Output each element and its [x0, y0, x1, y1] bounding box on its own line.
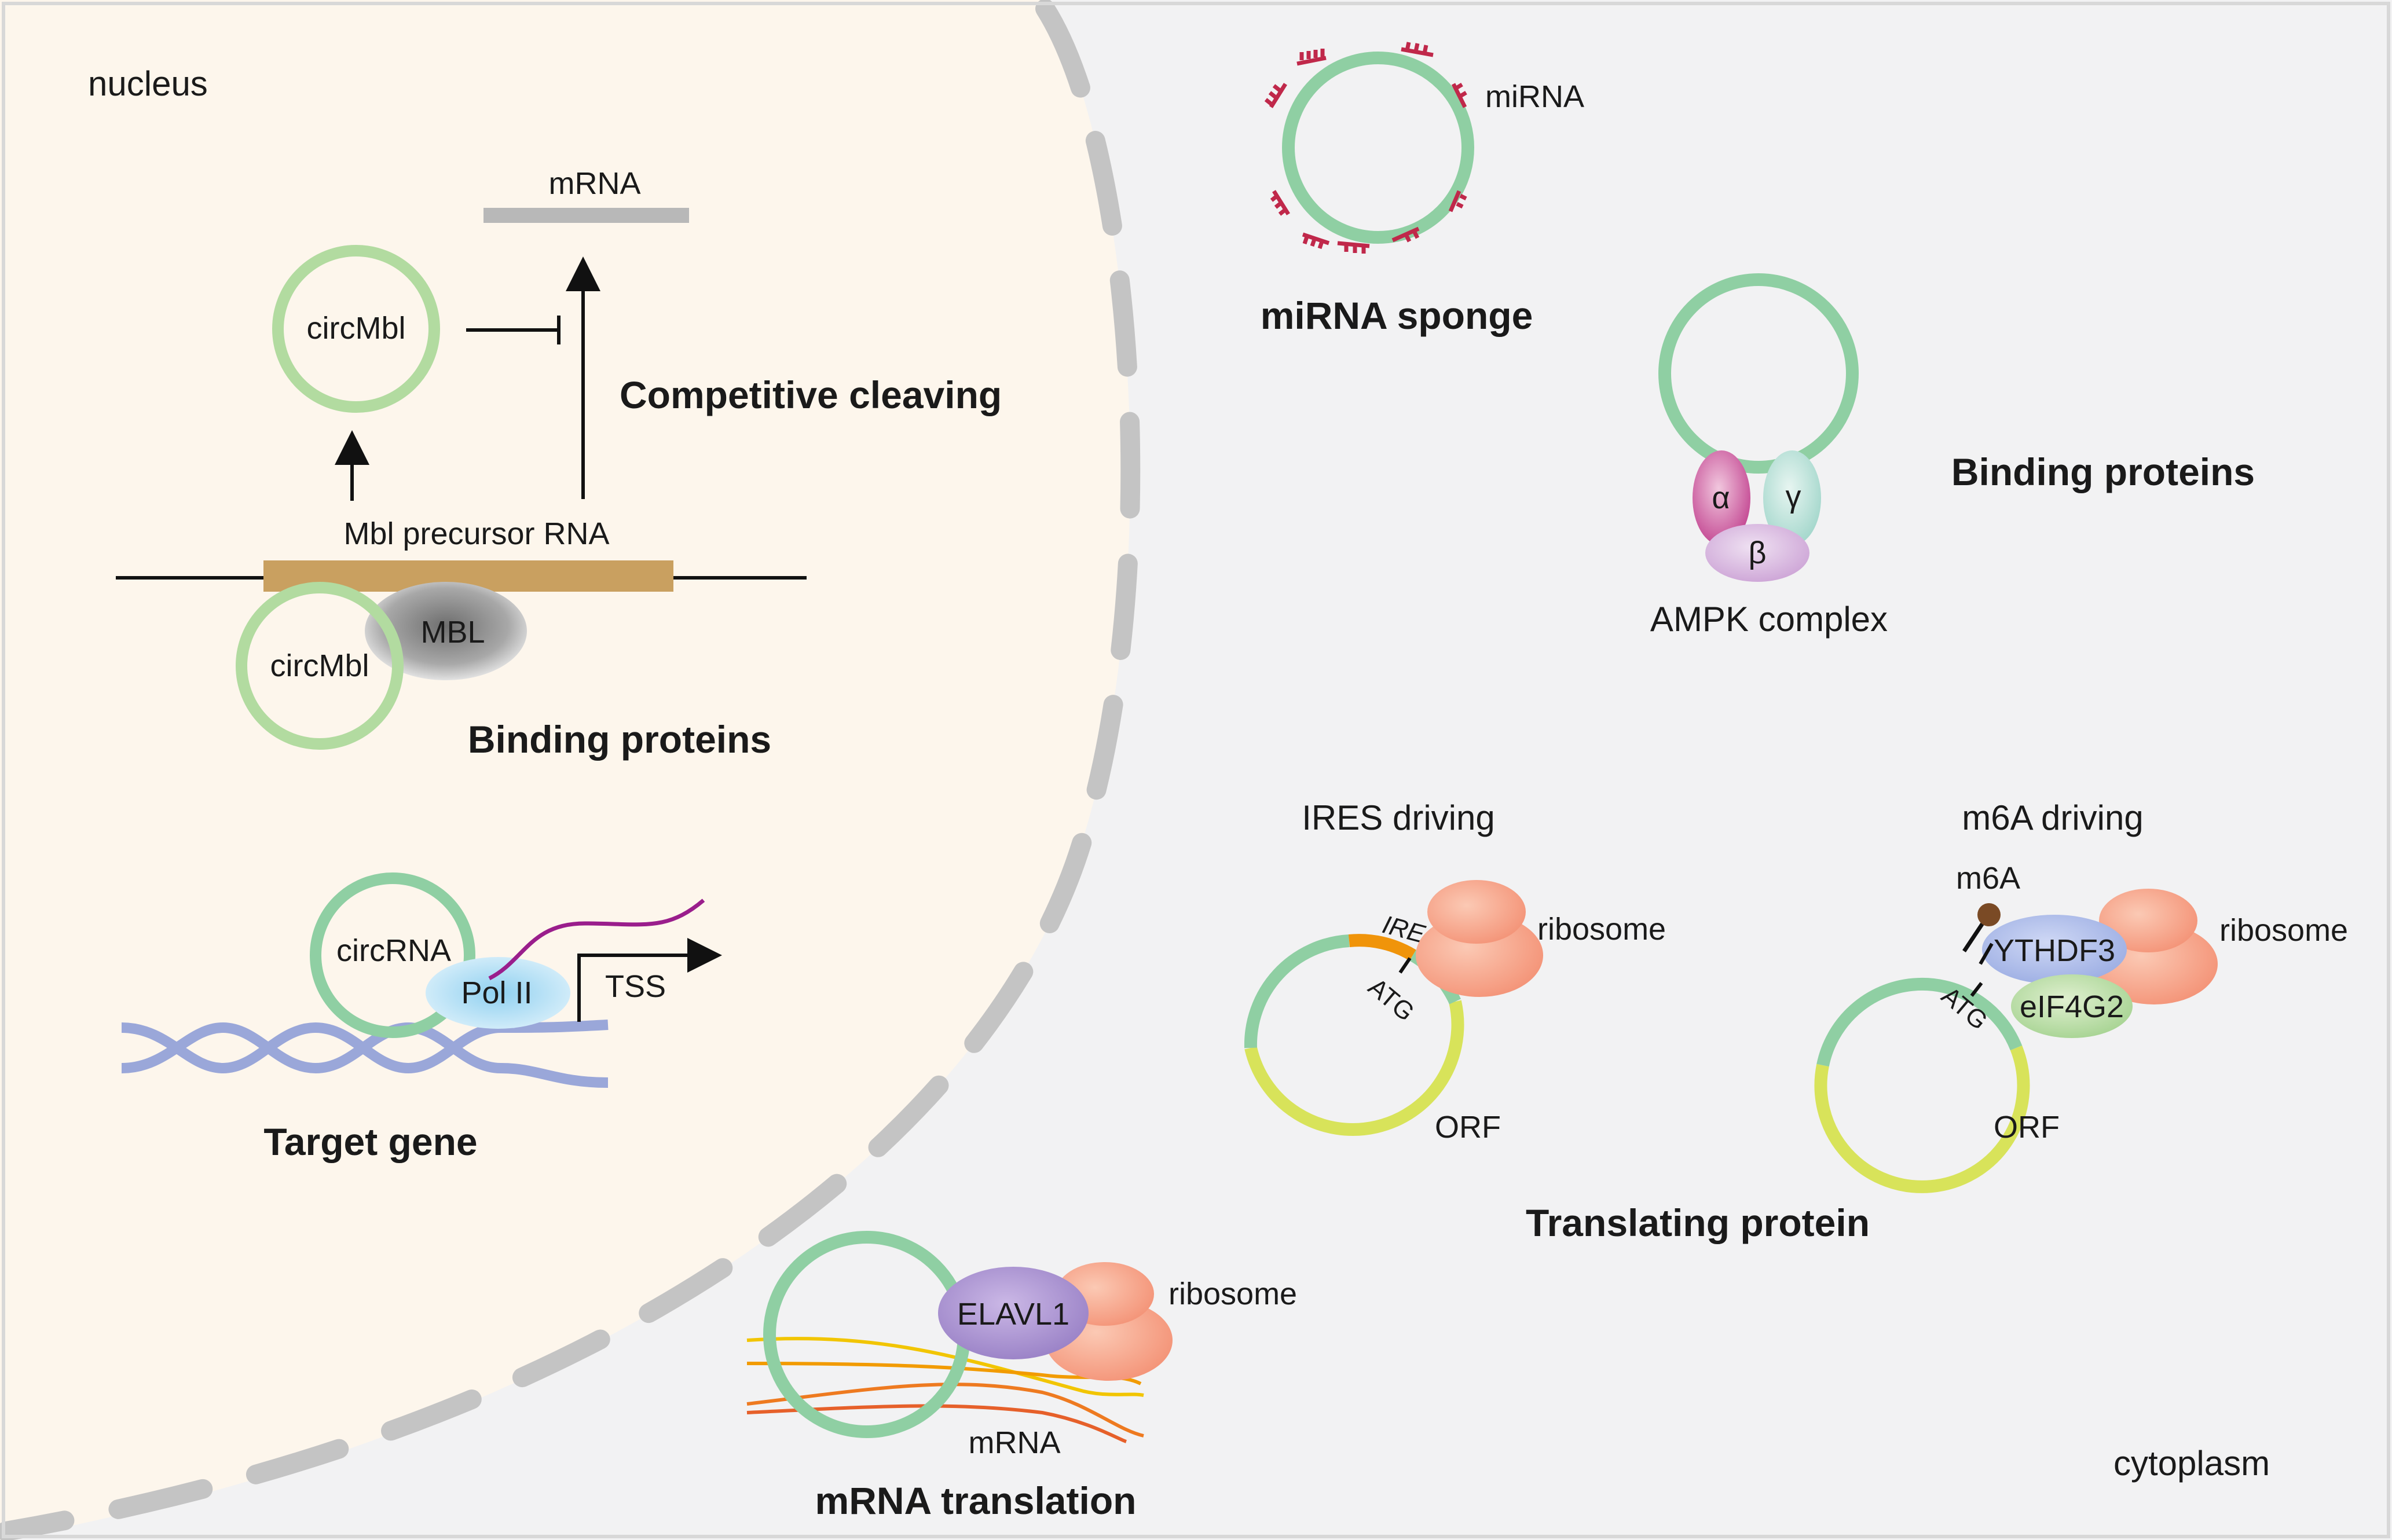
- m6a-ythdf3-link: [1979, 943, 1994, 965]
- mrna-strand-3: [746, 1383, 1144, 1438]
- mirna-sponge-title: miRNA sponge: [1261, 294, 1533, 337]
- sponge-circrna-ring: [1282, 52, 1474, 244]
- mrna-strand-4: [746, 1404, 1127, 1443]
- circmbl-bottom-ring: [236, 582, 404, 750]
- nascent-transcript: [488, 899, 705, 981]
- ythdf3-protein: [1982, 915, 2127, 984]
- ires-circrna-arc: [1244, 934, 1350, 1048]
- mrna-bar: [483, 208, 689, 223]
- ires-orf-label: ORF: [1435, 1110, 1501, 1145]
- binding-proteins-nuclear-title: Binding proteins: [468, 718, 771, 761]
- nucleus-region: [0, 0, 1130, 1540]
- pol2-label: Pol II: [461, 976, 532, 1010]
- mrna-translation-title: mRNA translation: [815, 1479, 1137, 1522]
- elavl1-label: ELAVL1: [957, 1297, 1069, 1332]
- dna-strand-2: [121, 1022, 609, 1088]
- m6a-orf-label: ORF: [1994, 1110, 2060, 1145]
- ires-driving-title: IRES driving: [1302, 798, 1494, 837]
- translating-protein-title: Translating protein: [1526, 1201, 1870, 1244]
- circmbl-top-label: circMbl: [307, 311, 406, 346]
- nucleus-label: nucleus: [88, 64, 208, 103]
- m6a-ribosome-small: [2099, 889, 2197, 952]
- mbl-protein: [365, 582, 527, 680]
- eif4g2-label: eIF4G2: [2020, 989, 2124, 1024]
- m6a-atg-tick: [1970, 982, 1983, 997]
- ythdf3-label: YTHDF3: [1994, 933, 2115, 968]
- eif4g2-protein: [2011, 974, 2133, 1038]
- mirna-label: miRNA: [1485, 79, 1584, 114]
- ampk-beta-label: β: [1748, 536, 1766, 570]
- circmbl-top-ring: [272, 245, 440, 413]
- ampk-alpha-label: α: [1712, 481, 1730, 515]
- binding-proteins-cyto-title: Binding proteins: [1951, 450, 2255, 493]
- ampk-circrna-ring: [1658, 273, 1859, 474]
- competitive-cleaving-title: Competitive cleaving: [620, 373, 1002, 416]
- tss-label: TSS: [605, 969, 666, 1004]
- cytoplasm-label: cytoplasm: [2113, 1444, 2270, 1483]
- ampk-complex-label: AMPK complex: [1650, 600, 1888, 639]
- ires-ribosome-label: ribosome: [1537, 912, 1666, 947]
- m6a-label: m6A: [1956, 861, 2020, 896]
- ampk-alpha: [1693, 450, 1750, 545]
- ampk-gamma: [1763, 450, 1821, 545]
- mirna-fragments: [1264, 42, 1467, 254]
- ampk-beta: [1705, 524, 1809, 582]
- m6a-methyl-mark: [1977, 903, 2001, 926]
- mrna-strand-1: [746, 1337, 1144, 1397]
- cyto-mrna-label: mRNA: [969, 1425, 1061, 1460]
- circmbl-bottom-label: circMbl: [270, 648, 369, 683]
- precursor-label: Mbl precursor RNA: [343, 516, 609, 551]
- elavl1-ribosome-label: ribosome: [1168, 1277, 1297, 1311]
- ires-element-arc: [1348, 934, 1416, 961]
- m6a-orf-arc: [1814, 1045, 2030, 1193]
- m6a-driving-title: m6A driving: [1962, 798, 2143, 837]
- ampk-gamma-label: γ: [1786, 479, 1801, 514]
- mbl-label: MBL: [420, 615, 485, 650]
- mrna-label: mRNA: [549, 166, 641, 201]
- elavl1-protein: [938, 1267, 1089, 1359]
- m6a-ribosome-label: ribosome: [2219, 913, 2348, 948]
- target-gene-title: Target gene: [263, 1120, 477, 1163]
- tss-arrow: [577, 938, 722, 1022]
- ires-atg-tick: [1398, 957, 1412, 974]
- ires-ribosome-small: [1427, 880, 1526, 944]
- nuclear-membrane: [0, 0, 1141, 1540]
- pol2-protein: [426, 957, 570, 1029]
- circrna-label: circRNA: [336, 933, 451, 968]
- circrna-ring: [310, 872, 475, 1038]
- m6a-circrna-arc: [1816, 977, 2023, 1067]
- ires-orf-arc: [1244, 1000, 1464, 1136]
